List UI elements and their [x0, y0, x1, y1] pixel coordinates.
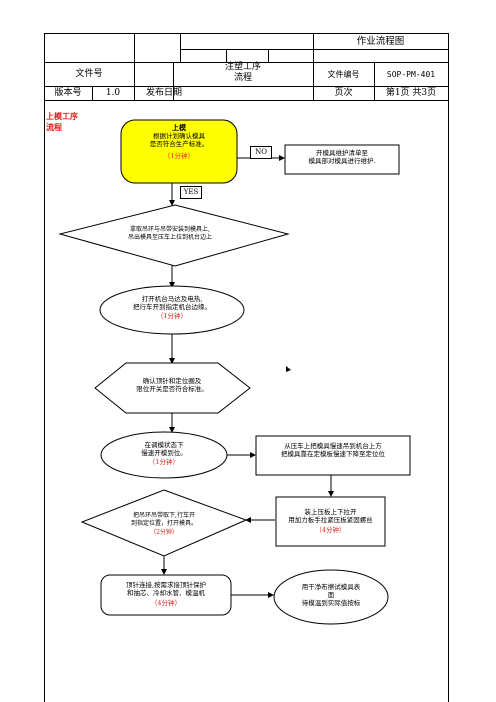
doc-code: SOP-PM-401 — [386, 69, 436, 79]
no-branch-box — [284, 144, 400, 175]
step1-text: 根据计划确认模具 是否符合生产标准。 — [149, 132, 209, 148]
doc-code-label: 文件编号 — [327, 69, 360, 79]
step8-time: （2分钟） — [150, 529, 178, 536]
start-box — [120, 119, 238, 184]
step1-title: 上模 — [172, 123, 186, 132]
release-date-label: 发布日期 — [146, 87, 183, 98]
step3-time: （1分钟） — [156, 312, 188, 320]
no-branch-text: 开模具维护清单至 模具部对模具进行维护. — [308, 149, 376, 165]
hoist-box — [255, 435, 411, 476]
no-label: NO — [250, 146, 272, 159]
step8-text: 把吊环吊带取下,行车开 到指定位置，打开模具。 — [130, 512, 197, 527]
step2-text: 拿取吊环与吊带安装到模具上, 吊出模具至压车上拉到机台边上 — [127, 226, 212, 241]
step10-text: 用干净布擦试模具表 面 待模温到实际值按标 — [301, 583, 361, 607]
file-no-label: 文件号 — [75, 68, 103, 79]
doc-title: 作业流程图 — [356, 35, 405, 47]
step9-text: 顶针连接,按需求接顶针保护 和抽芯、冷却水管、模温机 — [125, 581, 207, 597]
step5-text: 在调模状态下 慢速开模到位。 — [141, 441, 187, 457]
decision-diamond-1 — [58, 204, 290, 267]
step7-text: 装上压板上下拉开 用加力板手拉紧压板紧固螺丝 — [288, 508, 373, 524]
step4-text: 确认顶针和定位圈及 限位开关是否符合标准。 — [136, 377, 208, 393]
version-label: 版本号 — [54, 87, 82, 98]
yes-label: YES — [180, 186, 202, 199]
section-title: 上模工序 流程 — [46, 111, 78, 132]
clamp-box — [275, 496, 386, 547]
check-hexagon — [94, 362, 251, 414]
step1-time: （1分钟） — [163, 152, 195, 160]
page-label: 页次 — [334, 87, 353, 98]
process-ellipse-3 — [273, 569, 389, 625]
page-value: 第1页 共3页 — [385, 87, 437, 98]
step3-text: 打开机台马达及电热, 把行车开到指定机台边缘。 — [133, 295, 211, 311]
step7-time: （4分钟） — [315, 526, 346, 534]
step6-text: 从压车上把模具慢速吊到机台上方 把模具靠在定模板慢速下降至定位位 — [281, 442, 385, 458]
version-value: 1.0 — [105, 87, 121, 98]
process-name: 注塑工序 流程 — [224, 62, 261, 83]
step9-time: （4分钟） — [150, 599, 182, 607]
step5-time: （1分钟） — [148, 458, 180, 466]
